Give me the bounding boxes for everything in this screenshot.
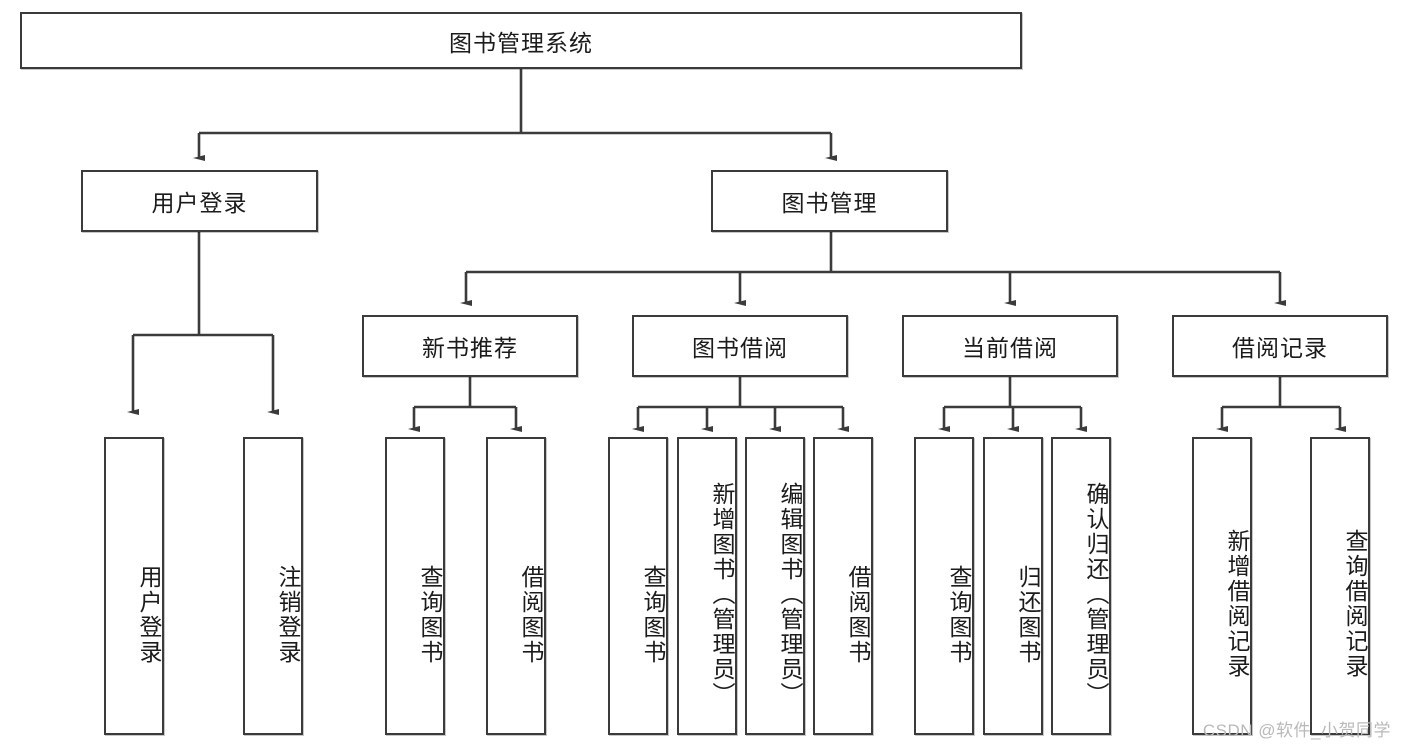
node-current-borrow[interactable]: 当前借阅 <box>902 315 1118 377</box>
leaf-current-borrow-return-book[interactable]: 归还图书 <box>983 437 1043 735</box>
node-label: 归还图书 <box>1015 565 1041 665</box>
leaf-book-borrow-add-book-admin[interactable]: 新增图书（管理员） <box>677 437 737 735</box>
node-book-management[interactable]: 图书管理 <box>711 170 948 232</box>
node-label: 借阅图书 <box>518 565 544 665</box>
leaf-book-borrow-query-book[interactable]: 查询图书 <box>608 437 668 735</box>
leaf-user-login-login[interactable]: 用户登录 <box>104 437 164 735</box>
node-label: 注销登录 <box>275 565 301 665</box>
node-label: 借阅记录 <box>1232 335 1328 361</box>
node-new-book-recommend[interactable]: 新书推荐 <box>362 315 578 377</box>
node-label: 编辑图书（管理员） <box>777 481 803 707</box>
leaf-new-book-borrow-book[interactable]: 借阅图书 <box>486 437 546 735</box>
node-borrow-record[interactable]: 借阅记录 <box>1172 315 1388 377</box>
node-label: 查询借阅记录 <box>1342 529 1368 679</box>
leaf-book-borrow-borrow-book[interactable]: 借阅图书 <box>813 437 873 735</box>
node-user-login[interactable]: 用户登录 <box>81 170 318 232</box>
node-label: 查询图书 <box>417 565 443 665</box>
node-root-book-management-system[interactable]: 图书管理系统 <box>20 12 1022 69</box>
node-label: 查询图书 <box>946 565 972 665</box>
node-label: 图书管理 <box>781 190 878 216</box>
node-label: 新增图书（管理员） <box>709 481 735 707</box>
node-label: 用户登录 <box>151 190 248 216</box>
leaf-borrow-record-add-record[interactable]: 新增借阅记录 <box>1192 437 1252 735</box>
node-label: 确认归还（管理员） <box>1083 481 1109 707</box>
node-label: 新增借阅记录 <box>1224 529 1250 679</box>
watermark: CSDN @软件_小贺同学 <box>1202 721 1391 740</box>
leaf-current-borrow-query-book[interactable]: 查询图书 <box>914 437 974 735</box>
node-label: 用户登录 <box>136 565 162 665</box>
leaf-book-borrow-edit-book-admin[interactable]: 编辑图书（管理员） <box>745 437 805 735</box>
node-book-borrow[interactable]: 图书借阅 <box>632 315 848 377</box>
leaf-new-book-query-book[interactable]: 查询图书 <box>385 437 445 735</box>
leaf-user-login-logout[interactable]: 注销登录 <box>243 437 303 735</box>
node-label: 查询图书 <box>640 565 666 665</box>
leaf-current-borrow-confirm-return-admin[interactable]: 确认归还（管理员） <box>1051 437 1111 735</box>
node-label: 图书管理系统 <box>449 29 593 56</box>
leaf-borrow-record-query-record[interactable]: 查询借阅记录 <box>1310 437 1370 735</box>
node-label: 新书推荐 <box>422 335 518 361</box>
node-label: 图书借阅 <box>692 335 788 361</box>
node-label: 当前借阅 <box>962 335 1058 361</box>
node-label: 借阅图书 <box>845 565 871 665</box>
